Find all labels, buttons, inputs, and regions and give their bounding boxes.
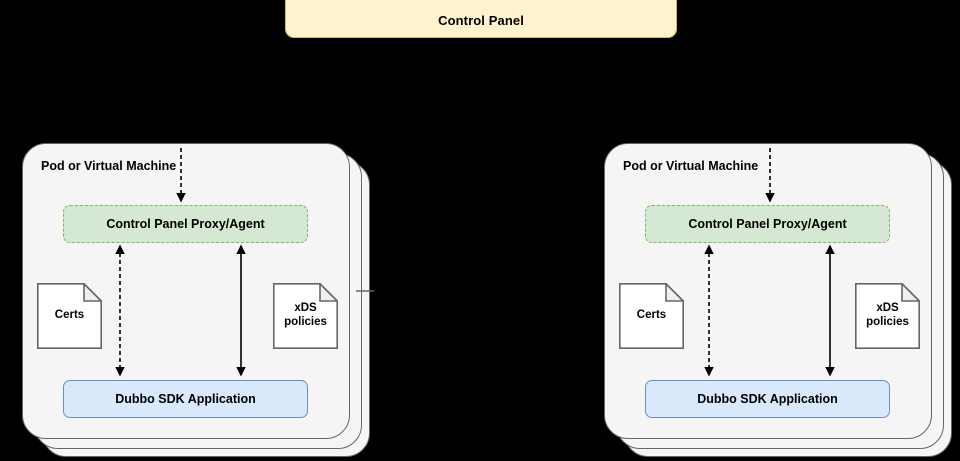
document-icon — [855, 283, 920, 349]
note-xds-policies-left[interactable]: xDS policies — [273, 283, 338, 349]
pod-title-left: Pod or Virtual Machine — [41, 159, 177, 173]
control-panel-box[interactable]: Control Panel — [285, 0, 677, 38]
control-panel-proxy-agent-label-left: Control Panel Proxy/Agent — [106, 217, 265, 231]
document-icon — [37, 283, 102, 349]
document-icon — [273, 283, 338, 349]
control-panel-proxy-agent-right[interactable]: Control Panel Proxy/Agent — [645, 205, 890, 243]
note-certs-left[interactable]: Certs — [37, 283, 102, 349]
dubbo-sdk-application-right[interactable]: Dubbo SDK Application — [645, 380, 890, 418]
pod-group-left: Pod or Virtual Machine Control Panel Pro… — [22, 143, 387, 459]
dubbo-sdk-application-left[interactable]: Dubbo SDK Application — [63, 380, 308, 418]
pod-group-right: Pod or Virtual Machine Control Panel Pro… — [604, 143, 960, 459]
note-certs-right[interactable]: Certs — [619, 283, 684, 349]
pod-card-right[interactable]: Pod or Virtual Machine Control Panel Pro… — [604, 143, 932, 439]
pod-title-right: Pod or Virtual Machine — [623, 159, 759, 173]
control-panel-label: Control Panel — [438, 13, 524, 28]
dubbo-sdk-application-label-right: Dubbo SDK Application — [697, 392, 838, 406]
document-icon — [619, 283, 684, 349]
note-xds-policies-right[interactable]: xDS policies — [855, 283, 920, 349]
pod-card-left[interactable]: Pod or Virtual Machine Control Panel Pro… — [22, 143, 350, 439]
control-panel-proxy-agent-label-right: Control Panel Proxy/Agent — [688, 217, 847, 231]
control-panel-proxy-agent-left[interactable]: Control Panel Proxy/Agent — [63, 205, 308, 243]
dubbo-sdk-application-label-left: Dubbo SDK Application — [115, 392, 256, 406]
